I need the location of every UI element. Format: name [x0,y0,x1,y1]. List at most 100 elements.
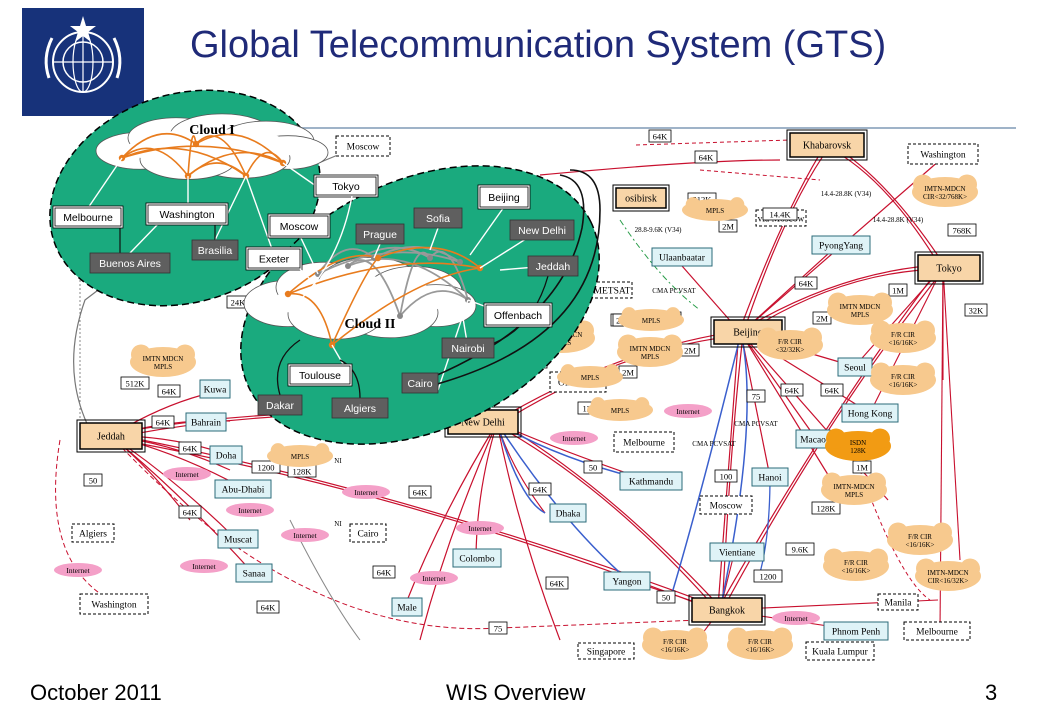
cloud-router [374,254,382,262]
node-outline [688,594,766,626]
cloud-text: 128K [850,447,866,455]
wmo-logo [22,8,144,116]
node-box [452,548,502,568]
cloud-two-shape [243,256,477,340]
cloud-access-link [299,268,331,301]
node-box [199,379,231,399]
node-label: Colombo [459,555,495,565]
internet-text: Internet [192,562,216,571]
internet-cloud: Internet [226,503,274,517]
cloud-shape [960,558,980,579]
link-speed-box [888,283,908,297]
link-speed-box [753,569,783,583]
cloud-node-offenbach: Offenbach [483,302,553,328]
node-box [841,403,899,423]
cloud-access-link [129,221,161,254]
node-label: Dhaka [556,510,582,520]
node-label: Cairo [357,530,378,540]
link-speed-text: 32K [969,306,985,316]
network-link [699,169,821,181]
link-annotation: NI [334,457,342,465]
node-box [691,597,763,623]
node-label: Washington [159,209,214,221]
cloud-shape [932,522,952,543]
node-bahrain: Bahrain [185,412,227,432]
link-speed-box [157,384,181,398]
link-speed-label: 2M [680,343,700,357]
link-speed-box [762,207,798,221]
node-box [509,219,575,241]
node-label: Brasilia [198,245,233,257]
cloud-shape [824,548,844,569]
node-box [479,186,529,208]
cloud-two-label: Cloud II [345,317,396,332]
network-link [757,476,771,581]
node-label: Offenbach [494,310,542,322]
cloud-backhaul-link [276,339,301,396]
cloud-shape [872,292,892,313]
node-label: Sanaa [243,570,266,580]
node-box [185,412,227,432]
link-speed-label: 50 [83,473,103,487]
link-speed-text: 50 [89,476,98,486]
cloud-text: F/R CIR [908,533,932,541]
link-speed-box [178,441,202,455]
node-dhaka: Dhaka [549,503,587,523]
cloud-shape [621,307,637,322]
link-speed-text: 64K [156,418,172,428]
link-speed-box [694,150,718,164]
cloud-shape [870,428,890,449]
link-annotation: CMA PCVSAT [734,420,778,428]
internet-cloud: Internet [456,521,504,535]
network-cloud-label: F/R CIR<16/16K> [642,627,708,660]
cloud-mesh-link [121,145,284,164]
node-box [71,523,115,543]
internet-shape [772,611,820,625]
link-annotation: 14.4-28.8K (V34) [821,190,872,198]
link-speed-label: 64K [408,485,432,499]
cloud-shape [915,320,935,341]
internet-shape [180,559,228,573]
node-hong-kong: Hong Kong [841,403,899,423]
node-label: Buenos Aires [99,258,161,270]
link-speed-text: 64K [785,386,801,396]
node-label: Doha [216,452,237,462]
link-speed-label: 2M [812,311,832,325]
node-label: Washington [920,151,965,161]
node-colombo: Colombo [452,548,502,568]
network-cloud-label: MPLS [587,397,653,421]
cloud-shape [662,334,682,355]
internet-shape [226,503,274,517]
footer-title: WIS Overview [446,680,586,705]
cloud-shape [314,443,330,458]
link-speed-label: 64K [256,600,280,614]
node-label: Moscow [710,502,743,512]
link-speed-label: 64K [648,129,672,143]
cloud-node-nairobi: Nairobi [441,337,495,359]
internet-cloud: Internet [180,559,228,573]
node-dashed: Algiers [71,523,115,543]
network-cloud-label: F/R CIR<16/16K> [870,320,936,353]
node-novosibirsk: osibirsk [612,184,670,212]
cloud-access-link [299,195,353,301]
cloud-text: F/R CIR [891,331,915,339]
link-speed-text: 100 [720,472,733,482]
cloud-mesh-link [347,258,469,301]
node-dashed: Moscow [335,135,391,157]
node-label: Washington [91,601,136,611]
node-label: Hanoi [758,474,782,484]
cloud-shape [916,558,936,579]
cloud-node-melbourne: Melbourne [52,205,124,229]
cloud-shape [643,627,663,648]
node-abu-dhabi: Abu-Dhabi [214,479,272,499]
node-box [191,239,239,261]
link-speed-text: 768K [953,226,973,236]
node-box [315,176,377,196]
cloud-mesh-link [399,290,469,317]
node-label: Male [397,604,417,614]
cloud-node-new-delhi: New Delhi [509,219,575,241]
